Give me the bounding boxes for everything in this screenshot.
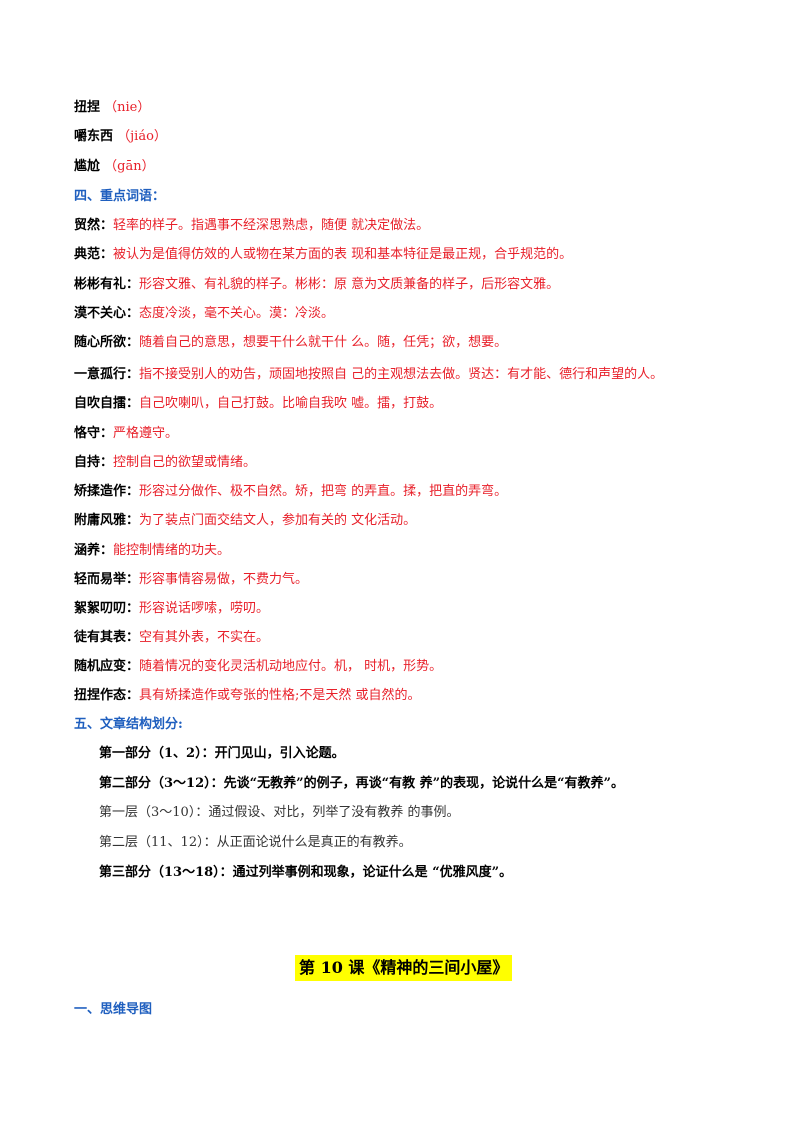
vocab-term: 漠不关心： — [74, 306, 140, 321]
vocab-item: 自吹自擂：自己吹喇叭，自己打鼓。比喻自我吹 嘘。擂，打鼓。 — [74, 396, 442, 412]
vocab-term: 随心所欲： — [74, 335, 140, 350]
pinyin-line: 嚼东西 （jiáo） — [74, 129, 167, 145]
vocab-definition: 为了装点门面交结文人，参加有关的 文化活动。 — [139, 513, 417, 528]
vocab-term: 扭捏作态： — [74, 688, 140, 703]
vocab-definition: 随着自己的意思，想要干什么就干什 么。随，任凭；欲，想要。 — [139, 335, 508, 350]
structure-layer: 第二层（11、12）：从正面论说什么是真正的有教养。 — [99, 835, 412, 850]
vocab-term: 贸然： — [74, 218, 114, 233]
pinyin-reading: （nie） — [104, 100, 151, 115]
vocab-item: 附庸风雅：为了装点门面交结文人，参加有关的 文化活动。 — [74, 513, 416, 529]
vocab-item: 贸然：轻率的样子。指遇事不经深思熟虑，随便 就决定做法。 — [74, 218, 429, 234]
vocab-item: 絮絮叨叨：形容说话啰嗦，唠叨。 — [74, 601, 269, 617]
vocab-term: 自吹自擂： — [74, 396, 140, 411]
vocab-item: 涵养：能控制情绪的功夫。 — [74, 543, 230, 559]
vocab-definition: 指不接受别人的劝告，顽固地按照自 己的主观想法去做。贤达：有才能、德行和声望的人… — [139, 367, 664, 382]
vocab-definition: 自己吹喇叭，自己打鼓。比喻自我吹 嘘。擂，打鼓。 — [139, 396, 443, 411]
structure-layer: 第一层（3～10）：通过假设、对比，列举了没有教养 的事例。 — [99, 805, 460, 820]
vocab-term: 附庸风雅： — [74, 513, 140, 528]
vocab-definition: 轻率的样子。指遇事不经深思熟虑，随便 就决定做法。 — [113, 218, 430, 233]
vocab-definition: 形容事情容易做，不费力气。 — [139, 572, 309, 587]
structure-part: 第一部分（1、2）：开门见山，引入论题。 — [99, 746, 345, 761]
pinyin-term: 嚼东西 — [74, 129, 114, 144]
structure-part: 第三部分（13～18）：通过列举事例和现象，论证什么是 “优雅风度”。 — [99, 865, 513, 880]
vocab-item: 随心所欲：随着自己的意思，想要干什么就干什 么。随，任凭；欲，想要。 — [74, 335, 507, 351]
vocab-definition: 具有矫揉造作或夸张的性格;不是天然 或自然的。 — [139, 688, 421, 703]
pinyin-term: 扭捏 — [74, 100, 101, 115]
pinyin-line: 尴尬 （gān） — [74, 159, 155, 175]
vocab-item: 随机应变：随着情况的变化灵活机动地应付。机， 时机，形势。 — [74, 659, 442, 675]
vocab-item: 漠不关心：态度冷淡，毫不关心。漠：冷淡。 — [74, 306, 334, 322]
vocab-item: 轻而易举：形容事情容易做，不费力气。 — [74, 572, 308, 588]
section-heading-mind-map: 一、思维导图 — [74, 1002, 153, 1017]
vocab-term: 自持： — [74, 455, 114, 470]
vocab-term: 徒有其表： — [74, 630, 140, 645]
vocab-definition: 形容说话啰嗦，唠叨。 — [139, 601, 270, 616]
vocab-term: 矫揉造作： — [74, 484, 140, 499]
vocab-definition: 形容过分做作、极不自然。矫，把弯 的弄直。揉，把直的弄弯。 — [139, 484, 508, 499]
vocab-definition: 态度冷淡，毫不关心。漠：冷淡。 — [139, 306, 335, 321]
pinyin-reading: （gān） — [104, 159, 155, 174]
structure-part: 第二部分（3～12）：先谈“无教养”的例子，再谈“有教 养”的表现，论说什么是“… — [99, 776, 625, 791]
vocab-term: 涵养： — [74, 543, 114, 558]
pinyin-line: 扭捏 （nie） — [74, 100, 150, 116]
vocab-item: 恪守：严格遵守。 — [74, 426, 178, 442]
vocab-definition: 被认为是值得仿效的人或物在某方面的表 现和基本特征是最正规，合乎规范的。 — [113, 247, 573, 262]
vocab-item: 彬彬有礼：形容文雅、有礼貌的样子。彬彬：原 意为文质兼备的样子，后形容文雅。 — [74, 277, 559, 293]
vocab-term: 絮絮叨叨： — [74, 601, 140, 616]
vocab-item: 一意孤行：指不接受别人的劝告，顽固地按照自 己的主观想法去做。贤达：有才能、德行… — [74, 367, 663, 383]
section-heading-key-words: 四、重点词语： — [74, 189, 166, 204]
vocab-term: 恪守： — [74, 426, 114, 441]
vocab-definition: 严格遵守。 — [113, 426, 179, 441]
vocab-term: 彬彬有礼： — [74, 277, 140, 292]
vocab-item: 典范：被认为是值得仿效的人或物在某方面的表 现和基本特征是最正规，合乎规范的。 — [74, 247, 572, 263]
lesson-title: 第 10 课《精神的三间小屋》 — [295, 955, 513, 981]
pinyin-term: 尴尬 — [74, 159, 101, 174]
vocab-item: 扭捏作态：具有矫揉造作或夸张的性格;不是天然 或自然的。 — [74, 688, 421, 704]
vocab-item: 自持：控制自己的欲望或情绪。 — [74, 455, 256, 471]
vocab-term: 典范： — [74, 247, 114, 262]
vocab-term: 随机应变： — [74, 659, 140, 674]
vocab-item: 矫揉造作：形容过分做作、极不自然。矫，把弯 的弄直。揉，把直的弄弯。 — [74, 484, 507, 500]
section-heading-structure: 五、文章结构划分: — [74, 717, 183, 732]
vocab-definition: 空有其外表，不实在。 — [139, 630, 270, 645]
vocab-definition: 形容文雅、有礼貌的样子。彬彬：原 意为文质兼备的样子，后形容文雅。 — [139, 277, 560, 292]
vocab-definition: 能控制情绪的功夫。 — [113, 543, 231, 558]
vocab-item: 徒有其表：空有其外表，不实在。 — [74, 630, 269, 646]
vocab-definition: 控制自己的欲望或情绪。 — [113, 455, 257, 470]
vocab-term: 轻而易举： — [74, 572, 140, 587]
vocab-definition: 随着情况的变化灵活机动地应付。机， 时机，形势。 — [139, 659, 443, 674]
vocab-term: 一意孤行： — [74, 367, 140, 382]
pinyin-reading: （jiáo） — [117, 129, 167, 144]
